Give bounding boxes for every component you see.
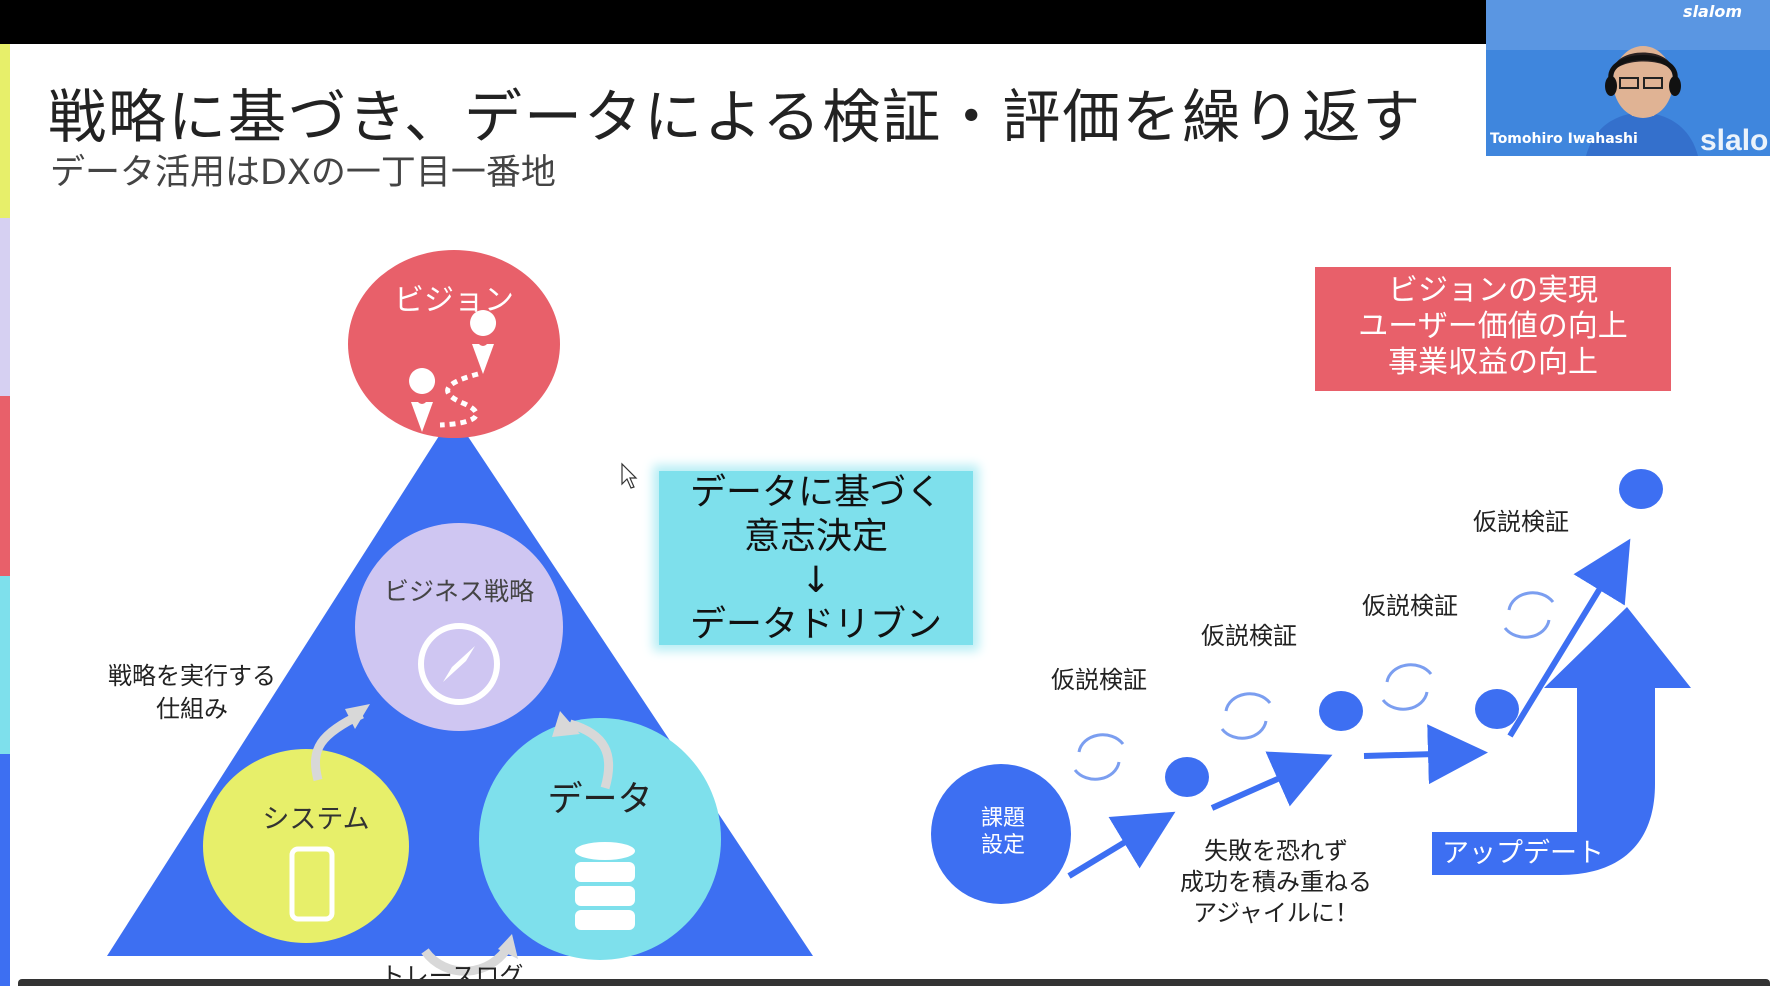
compass-icon <box>418 623 500 705</box>
data-label: データ <box>547 780 652 820</box>
accent-stripe-cyan <box>0 576 10 754</box>
update-arrow <box>1432 607 1691 875</box>
presentation-slide: 戦略に基づき、データによる検証・評価を繰り返す データ活用はDXの一丁目一番地 … <box>0 44 1770 986</box>
agile-caption-line3: アジャイルに！ <box>1193 899 1359 927</box>
refresh-icons <box>1073 591 1555 781</box>
participant-video-tile[interactable]: slalom slalom Tomohiro Iwahashi <box>1486 0 1770 156</box>
update-label: アップデート <box>1442 838 1604 869</box>
svg-text:slalom: slalom <box>1700 124 1770 156</box>
data-driven-line-2: 意志決定 <box>743 516 888 557</box>
progress-node-3 <box>1475 689 1519 729</box>
goal-line-3: 事業収益の向上 <box>1388 345 1598 380</box>
goal-line-1: ビジョンの実現 <box>1388 273 1598 308</box>
accent-stripe-red <box>0 396 10 576</box>
refresh-icon <box>1073 733 1125 781</box>
data-driven-line-3: データドリブン <box>689 604 942 645</box>
task-setting-node <box>931 764 1071 904</box>
meeting-control-bar[interactable] <box>18 979 1770 986</box>
participant-video: slalom <box>1486 0 1770 156</box>
progress-node-2 <box>1319 691 1363 731</box>
business-strategy-label: ビジネス戦略 <box>384 577 534 606</box>
accent-stripe-blue <box>0 754 10 986</box>
webcam-brand-logo: slalom <box>1683 2 1742 21</box>
data-driven-box: データに基づく 意志決定 ↓ データドリブン <box>659 471 973 645</box>
slide-title: 戦略に基づき、データによる検証・評価を繰り返す <box>48 83 1423 151</box>
mechanism-caption-line1: 戦略を実行する <box>108 662 276 690</box>
hypothesis-label-3: 仮説検証 <box>1362 592 1458 620</box>
database-icon <box>575 842 635 930</box>
map-route-icon <box>409 310 497 432</box>
vision-circle: ビジョン <box>348 250 560 438</box>
system-circle: システム <box>203 749 409 943</box>
accent-stripe-yellow <box>0 44 10 218</box>
progress-node-1 <box>1165 757 1209 797</box>
hypothesis-label-4: 仮説検証 <box>1473 508 1569 536</box>
screen-share-top-bar <box>0 0 1770 44</box>
business-strategy-circle: ビジネス戦略 <box>355 523 563 731</box>
hypothesis-label-2: 仮説検証 <box>1201 622 1297 650</box>
slide-subtitle: データ活用はDXの一丁目一番地 <box>50 153 556 193</box>
task-setting-label-line1: 課題 <box>981 806 1025 831</box>
participant-name-label: Tomohiro Iwahashi <box>1490 131 1638 147</box>
refresh-icon <box>1381 663 1433 711</box>
smartphone-icon <box>289 846 335 922</box>
cycle-arrowheads <box>345 704 580 959</box>
goal-line-2: ユーザー価値の向上 <box>1358 309 1628 344</box>
down-arrow-icon: ↓ <box>800 560 832 601</box>
cycle-arrows <box>310 709 614 976</box>
refresh-icon <box>1503 591 1555 639</box>
accent-stripe-lavender <box>0 218 10 396</box>
goal-box: ビジョンの実現 ユーザー価値の向上 事業収益の向上 <box>1315 267 1671 391</box>
slide-diagram: ビジョン ビジネス戦略 システム <box>107 250 1691 986</box>
agile-caption-line2: 成功を積み重ねる <box>1180 868 1372 896</box>
agile-caption-line1: 失敗を恐れず <box>1204 837 1348 865</box>
refresh-icon <box>1220 692 1272 740</box>
data-driven-line-1: データに基づく <box>689 472 942 513</box>
task-setting-label-line2: 設定 <box>981 833 1025 858</box>
vision-label: ビジョン <box>394 283 514 318</box>
hypothesis-label-1: 仮説検証 <box>1051 666 1147 694</box>
mechanism-caption-line2: 仕組み <box>156 695 228 723</box>
mouse-cursor-icon <box>621 462 638 489</box>
progress-node-4 <box>1619 469 1663 509</box>
agile-progress-diagram: 課題 設定 仮説検証 仮説検証 仮説検証 仮説検証 <box>931 469 1691 927</box>
data-circle: データ <box>479 718 721 960</box>
system-label: システム <box>262 804 369 835</box>
